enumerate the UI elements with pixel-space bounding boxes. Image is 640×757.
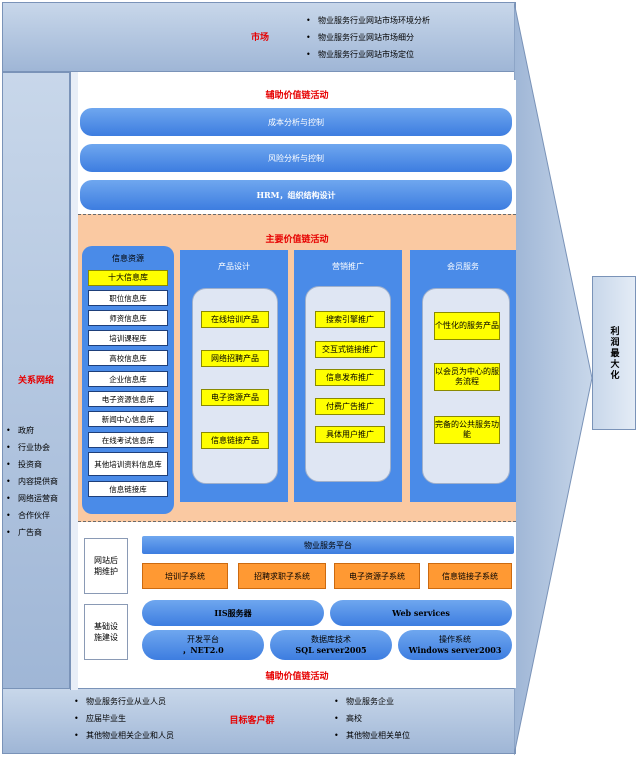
info-resource-item: 职位信息库 (88, 290, 168, 306)
customer-item: 其他物业相关企业和人员 (74, 727, 174, 744)
iis-server-pill: IIS服务器 (142, 600, 324, 626)
relations-item: 内容提供商 (6, 473, 58, 490)
customer-item: 物业服务行业从业人员 (74, 693, 174, 710)
marketing-item: 搜索引擎推广 (315, 311, 385, 328)
marketing-item: 具体用户推广 (315, 426, 385, 443)
info-resources-title: 信息资源 (112, 254, 144, 263)
relations-band (2, 72, 70, 692)
subsystem-box: 招聘求职子系统 (238, 563, 326, 589)
product-item: 网络招聘产品 (201, 350, 269, 367)
info-resource-item: 在线考试信息库 (88, 432, 168, 448)
member-service-title: 会员服务 (447, 262, 479, 271)
market-band (2, 2, 516, 72)
relations-list: 政府 行业协会 投资商 内容提供商 网络运营商 合作伙伴 广告商 (6, 422, 58, 541)
market-item: 物业服务行业网站市场环境分析 (306, 12, 430, 29)
member-service-item: 以会员为中心的服务流程 (434, 363, 500, 391)
product-design-title: 产品设计 (218, 262, 250, 271)
outcome-box: 利润最大化 (592, 276, 636, 430)
market-item: 物业服务行业网站市场定位 (306, 46, 430, 63)
customers-title: 目标客户群 (229, 716, 275, 726)
relations-title: 关系网络 (17, 376, 54, 386)
product-item: 电子资源产品 (201, 389, 269, 406)
platform-bar: 物业服务平台 (142, 536, 514, 554)
customers-left-list: 物业服务行业从业人员 应届毕业生 其他物业相关企业和人员 (74, 693, 174, 744)
customer-item: 高校 (334, 710, 410, 727)
os-pill: 操作系统 Windows server2003 (398, 630, 512, 660)
marketing-item: 付费广告推广 (315, 398, 385, 415)
hrm-bar: HRM，组织结构设计 (80, 180, 512, 210)
market-item: 物业服务行业网站市场细分 (306, 29, 430, 46)
relations-item: 合作伙伴 (6, 507, 58, 524)
subsystem-box: 信息链接子系统 (428, 563, 512, 589)
outcome-text: 利润最大化 (608, 325, 619, 381)
risk-control-bar: 风险分析与控制 (80, 144, 512, 172)
relations-item: 投资商 (6, 456, 58, 473)
info-resource-item: 其他培训资料信息库 (88, 452, 168, 476)
dev-platform-pill: 开发平台 ，NET2.0 (142, 630, 264, 660)
info-resource-item: 企业信息库 (88, 371, 168, 387)
member-service-item: 个性化的服务产品 (434, 312, 500, 340)
info-resource-item: 培训课程库 (88, 330, 168, 346)
subsystem-box: 培训子系统 (142, 563, 228, 589)
marketing-item: 信息发布推广 (315, 369, 385, 386)
support-top-title: 辅助价值链活动 (265, 91, 329, 101)
relations-item: 行业协会 (6, 439, 58, 456)
marketing-item: 交互式链接推广 (315, 341, 385, 358)
relations-item: 广告商 (6, 524, 58, 541)
info-resource-item: 新闻中心信息库 (88, 411, 168, 427)
subsystem-box: 电子资源子系统 (334, 563, 420, 589)
info-resource-item: 信息链接库 (88, 481, 168, 497)
info-resource-item: 电子资源信息库 (88, 391, 168, 407)
info-resource-item: 高校信息库 (88, 350, 168, 366)
inner-edge (70, 72, 78, 690)
info-resource-item: 十大信息库 (88, 270, 168, 286)
product-item: 在线培训产品 (201, 311, 269, 328)
support-bottom-title: 辅助价值链活动 (265, 672, 329, 682)
primary-title: 主要价值链活动 (265, 235, 329, 245)
market-list: 物业服务行业网站市场环境分析 物业服务行业网站市场细分 物业服务行业网站市场定位 (306, 12, 430, 63)
infrastructure-label: 基础设施建设 (84, 604, 128, 660)
cost-control-bar: 成本分析与控制 (80, 108, 512, 136)
relations-item: 网络运营商 (6, 490, 58, 507)
database-pill: 数据库技术 SQL server2005 (270, 630, 392, 660)
customers-right-list: 物业服务企业 高校 其他物业相关单位 (334, 693, 410, 744)
web-services-pill: Web services (330, 600, 512, 626)
market-title: 市场 (250, 33, 269, 43)
customer-item: 应届毕业生 (74, 710, 174, 727)
value-chain-arrowhead (514, 1, 593, 756)
marketing-title: 营销推广 (332, 262, 364, 271)
maintenance-label: 网站后期维护 (84, 538, 128, 594)
info-resource-item: 师资信息库 (88, 310, 168, 326)
product-item: 信息链接产品 (201, 432, 269, 449)
customer-item: 物业服务企业 (334, 693, 410, 710)
relations-item: 政府 (6, 422, 58, 439)
member-service-item: 完备的公共服务功能 (434, 416, 500, 444)
customer-item: 其他物业相关单位 (334, 727, 410, 744)
